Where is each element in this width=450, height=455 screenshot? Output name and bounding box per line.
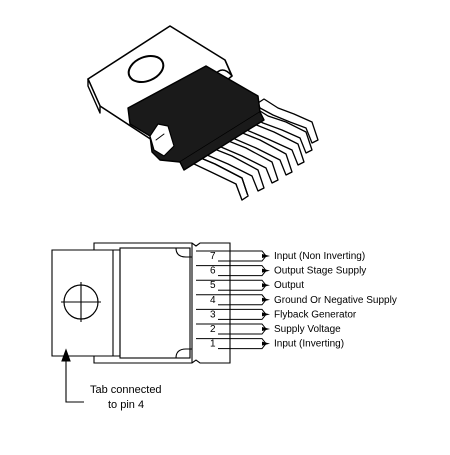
pin-number: 1: [210, 339, 216, 350]
package-body-outline: [119, 247, 191, 359]
pin-lead: [230, 265, 267, 277]
pinout-diagram: [51, 242, 231, 403]
pin-number: 4: [210, 295, 216, 306]
mounting-hole: [127, 54, 165, 84]
pin-row-2: 2 Supply Voltage: [196, 323, 341, 335]
pin-number: 7: [210, 251, 216, 262]
tab-note-leader: [65, 352, 84, 403]
pin-row-3: 3 Flyback Generator: [196, 308, 357, 320]
pin-function-label: Output Stage Supply: [274, 266, 366, 277]
pin-lead: [230, 338, 267, 350]
pin-arrowhead: [262, 312, 270, 317]
tab-note-line1: Tab connected: [90, 384, 162, 396]
pin-lead: [230, 308, 267, 320]
pin-function-label: Input (Non Inverting): [274, 251, 365, 262]
pin-row-7: 7 Input (Non Inverting): [196, 250, 365, 262]
pin-function-label: Output: [274, 280, 304, 291]
package-3d-illustration: [87, 25, 319, 201]
body-highlight: [149, 123, 175, 157]
bottom-notch: [175, 348, 192, 359]
tab-note-line2: to pin 4: [108, 399, 144, 411]
pin-arrowhead: [262, 297, 270, 302]
pin-number: 5: [210, 280, 216, 291]
top-notch: [175, 247, 192, 258]
pin-row-4: 4 Ground Or Negative Supply: [196, 294, 397, 306]
pin-function-label: Supply Voltage: [274, 324, 341, 335]
pin-arrowhead: [262, 268, 270, 273]
pin-number: 3: [210, 309, 216, 320]
pin-rows: 7 Input (Non Inverting) 6 Output Stage Supp…: [196, 250, 397, 350]
pin-row-6: 6 Output Stage Supply: [196, 265, 366, 277]
metal-tab-edge: [87, 78, 101, 114]
tab-shoulder: [112, 249, 121, 357]
pin-number: 2: [210, 324, 216, 335]
pin-function-label: Ground Or Negative Supply: [274, 295, 397, 306]
pin-lead: [230, 279, 267, 291]
tab-outline: [51, 242, 231, 364]
pin-function-label: Flyback Generator: [274, 309, 357, 320]
pin-lead: [230, 294, 267, 306]
tab-note-arrowhead: [61, 348, 71, 362]
pin-lead: [230, 250, 267, 262]
pin-number: 6: [210, 266, 216, 277]
pin-arrowhead: [262, 327, 270, 331]
pin-function-label: Input (Inverting): [274, 339, 344, 350]
pin-arrowhead: [262, 283, 270, 288]
pin-row-1: 1 Input (Inverting): [196, 338, 344, 350]
pin-arrowhead: [262, 341, 270, 346]
pin-row-5: 5 Output: [196, 279, 304, 291]
pin-lead: [230, 323, 267, 335]
pin-arrowhead: [262, 254, 270, 258]
